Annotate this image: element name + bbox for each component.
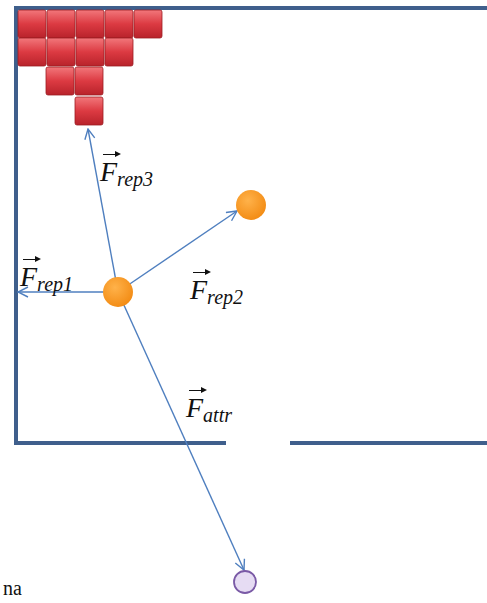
obstacle-block (75, 67, 103, 95)
obstacle-block (76, 10, 104, 38)
agent-circle (103, 277, 133, 307)
force-arrows (18, 129, 244, 570)
obstacle-block (75, 97, 103, 125)
obstacle-blocks (18, 10, 162, 125)
obstacle-block (105, 38, 133, 66)
obstacle-block (134, 10, 162, 38)
agent-circle (236, 190, 266, 220)
force-label: Frep3 (100, 150, 153, 189)
obstacle-block (105, 10, 133, 38)
goal-circle (234, 571, 256, 593)
obstacle-block (47, 10, 75, 38)
force-label: Frep1 (20, 255, 73, 294)
force-label: Fattr (186, 386, 232, 425)
note-text: na (3, 578, 22, 598)
obstacle-block (47, 38, 75, 66)
obstacle-block (18, 10, 46, 38)
obstacle-block (18, 38, 46, 66)
walls (14, 6, 487, 445)
obstacle-block (76, 38, 104, 66)
force-label: Frep2 (190, 268, 243, 307)
obstacle-block (46, 67, 74, 95)
